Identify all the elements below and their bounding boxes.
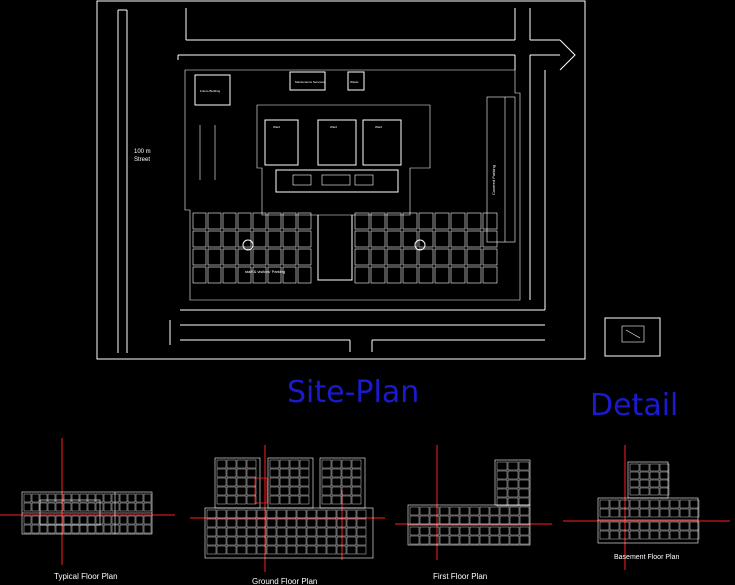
ground-floor-plan (190, 445, 385, 572)
typical-floor-plan-title: Typical Floor Plan (54, 572, 118, 581)
maintenance-building (289, 71, 326, 91)
roundabout-right (414, 239, 426, 251)
top-road (177, 8, 576, 300)
roundabout-left (242, 239, 254, 251)
main-building (256, 104, 431, 216)
staff-parking-label: staff & visitors' Parking (245, 269, 285, 274)
left-parking (199, 125, 216, 180)
future-building (194, 74, 231, 106)
typical-floor-plan (0, 438, 175, 565)
street-label-1: 100 m (134, 149, 151, 155)
entrance-drive (317, 215, 353, 281)
first-floor-plan-title: First Floor Plan (433, 572, 487, 581)
site-boundary (184, 69, 521, 301)
first-floor-plan (395, 445, 552, 560)
site-plan: 100 m Street (96, 0, 586, 360)
waste-building (347, 71, 365, 91)
maintenance-label: Maintenance Services (295, 80, 325, 84)
ward-mid-label: Ward (330, 125, 337, 129)
site-plan-title: Site-Plan (287, 375, 419, 410)
site-plan-frame (96, 0, 586, 360)
bottom-road (180, 300, 546, 352)
street-label-2: Street (134, 157, 150, 163)
covered-parking (486, 96, 516, 243)
left-street (117, 9, 171, 353)
ground-floor-plan-title: Ground Floor Plan (252, 577, 317, 585)
covered-parking-label: Covered Parking (491, 165, 496, 195)
front-parking-grid (192, 212, 498, 284)
basement-floor-plan-title: Basement Floor Plan (614, 554, 679, 561)
waste-label: Waste (350, 80, 359, 84)
future-building-label: Future Building (200, 89, 221, 93)
ward-right-label: Ward (375, 125, 382, 129)
basement-floor-plan (563, 445, 730, 570)
detail-thumbnail (604, 317, 661, 357)
detail-title: Detail (590, 388, 678, 423)
ward-left-label: Ward (273, 125, 280, 129)
